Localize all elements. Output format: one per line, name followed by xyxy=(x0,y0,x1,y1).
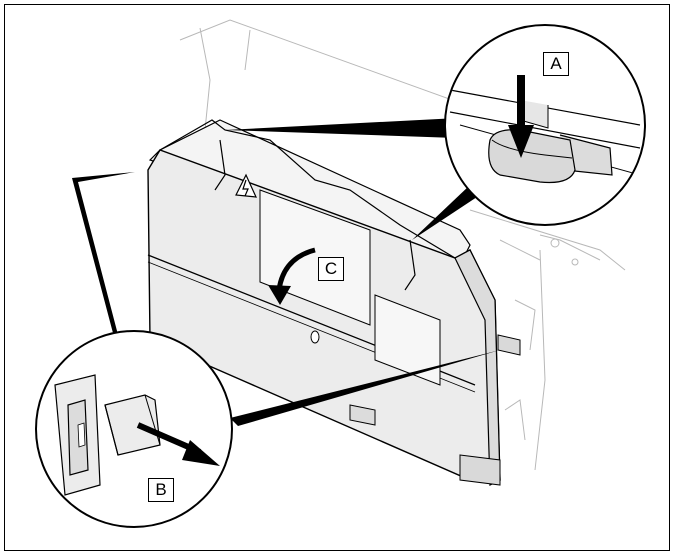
callout-label-a: A xyxy=(543,52,569,76)
tilt-open-arrow-icon xyxy=(268,247,316,305)
callout-label-c: C xyxy=(318,257,344,281)
callout-label-b: B xyxy=(148,478,174,502)
detail-circle-b xyxy=(35,330,233,528)
push-down-arrow-icon xyxy=(508,75,534,158)
pull-out-arrow-icon xyxy=(136,422,220,466)
callout-a-leaders xyxy=(225,118,480,240)
electrical-hazard-icon xyxy=(235,173,257,198)
callout-b-leaders xyxy=(72,172,500,426)
detail-circle-a xyxy=(444,24,646,226)
electronics-box xyxy=(147,119,521,486)
